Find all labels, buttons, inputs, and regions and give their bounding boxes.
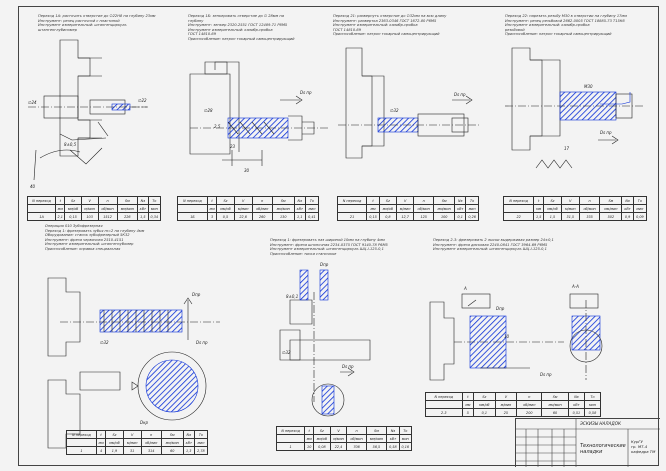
- op3-note: Переход 21: развернуть отверстие до ∅32м…: [333, 14, 447, 37]
- title-block-title: Технологические наладки: [580, 443, 626, 455]
- op7-dim-ds: Ds пр: [540, 372, 552, 377]
- op2-dim-ds: Ds пр: [300, 90, 312, 95]
- op5-note: Операция 010 Зубофрезерная Переход 1: фр…: [45, 224, 145, 251]
- title-block: ЭСКИЗЫ НАЛАДОК Технологические наладки К…: [515, 418, 660, 467]
- op1-dim-d24: ∅24: [28, 100, 37, 105]
- op1-dim-40: 40: [30, 184, 36, 189]
- op3-dim-d32: ∅32: [390, 108, 399, 113]
- title-block-doc-label: ЭСКИЗЫ НАЛАДОК: [580, 421, 621, 426]
- op7-label-aa: А-А: [571, 284, 579, 289]
- op4-dim-ds: Ds пр: [600, 130, 612, 135]
- op4-dim-17: 17: [564, 146, 570, 151]
- op6-sketch: [279, 269, 371, 417]
- op2-dim-23: 23: [230, 144, 236, 149]
- op1-dim-len: 8±0,5: [64, 142, 77, 147]
- op5-sketch: [47, 277, 220, 449]
- op6-note: Переход 1: фрезеровать паз шириной 10мм …: [270, 238, 388, 256]
- op7-label-a: A: [463, 286, 467, 291]
- op1-sketch: [28, 39, 148, 181]
- op6-dim-8: 8±0,1: [286, 294, 298, 299]
- op3-sketch: [338, 47, 480, 159]
- op6-dim-dpr: Dпр: [320, 262, 329, 267]
- op4-note: Переход 22: нарезать резьбу М30 в отверс…: [505, 14, 627, 37]
- op7-note: Переход 2-3: фрезеровать 2 лыски выдержи…: [433, 238, 554, 252]
- title-block-grid: [516, 419, 660, 467]
- op2-dim-d28: ∅28: [204, 108, 213, 113]
- op7-dim-10: 10: [504, 334, 510, 339]
- op6-dim-d32: ∅32: [282, 350, 291, 355]
- op6-dim-ds: Ds пр: [342, 364, 354, 369]
- op5-dim-ds: Ds пр: [196, 340, 208, 345]
- op2-dim-30: 30: [244, 168, 250, 173]
- op1-dim-d22: ∅22: [138, 98, 147, 103]
- op5-dim-dpr: Dпр: [192, 292, 201, 297]
- op2-sketch: [189, 61, 330, 166]
- title-block-org: КурГУ гр. МТ-4 кафедра ТМ: [631, 439, 656, 454]
- op5-dim-dkr: Dкр: [140, 420, 148, 425]
- op4-sketch: [505, 47, 645, 169]
- op2-note: Переход 1Б: зенкеровать отверстие до ∅ 2…: [188, 14, 295, 41]
- sheet-frame: [18, 6, 659, 466]
- op2-dim-25: 2,5: [214, 124, 221, 129]
- op1-note: Переход 1А: расточить отверстие до ∅22Н8…: [38, 14, 156, 32]
- op4-dim-m30: М30: [584, 84, 593, 89]
- op7-dim-dpr: Dпр: [496, 306, 505, 311]
- op5-dim-d32: ∅32: [100, 340, 109, 345]
- op7-sketch: [429, 293, 603, 381]
- op3-dim-ds: Ds пр: [454, 92, 466, 97]
